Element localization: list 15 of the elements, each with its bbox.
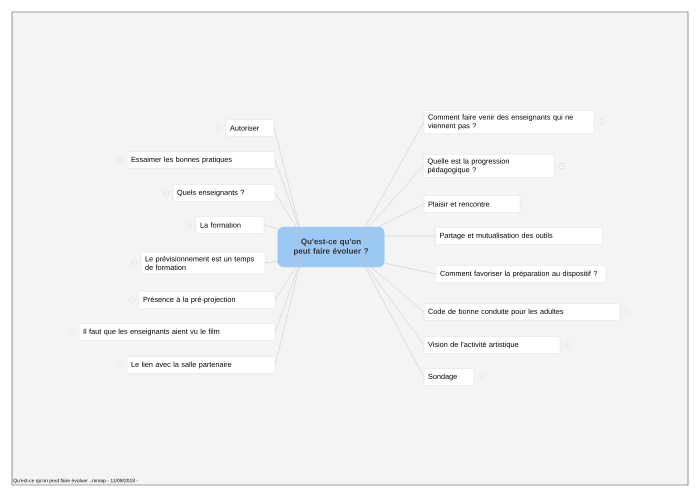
connector-line [360, 258, 424, 378]
connector-line [360, 204, 424, 236]
connector-line [264, 224, 302, 236]
connector-line [360, 258, 424, 346]
connector-line [275, 258, 302, 300]
connector-line [360, 122, 424, 236]
connector-line [360, 258, 424, 312]
connector-line [275, 258, 302, 366]
connector-line [360, 166, 424, 236]
central-topic-box: Qu'est-ce qu'on peut faire évoluer ? [277, 226, 385, 268]
connector-line [275, 258, 302, 332]
connector-line [275, 192, 302, 236]
connector-line [274, 128, 302, 236]
connector-line [360, 258, 436, 274]
connector-line [275, 160, 302, 236]
